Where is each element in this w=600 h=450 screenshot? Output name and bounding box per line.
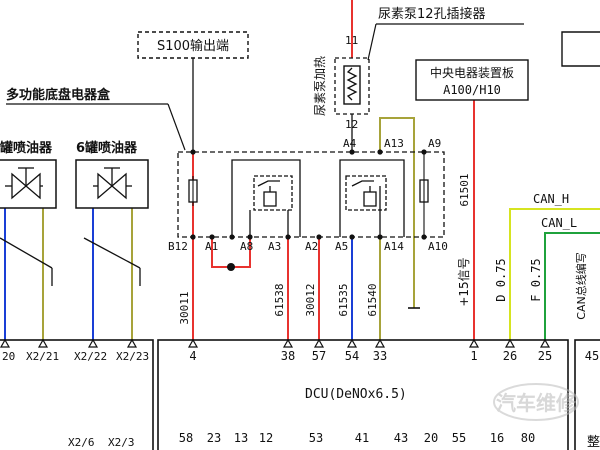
injector-left-icon (5, 167, 43, 200)
svg-text:58: 58 (179, 431, 193, 445)
x2-labels: 20 X2/21 X2/22 X2/23 X2/6 X2/3 (2, 350, 149, 449)
svg-text:16: 16 (490, 431, 504, 445)
central-box (415, 59, 529, 101)
svg-text:A8: A8 (240, 240, 253, 253)
svg-text:X2/21: X2/21 (26, 350, 59, 363)
dcu-box (157, 339, 569, 450)
svg-text:55: 55 (452, 431, 466, 445)
svg-text:41: 41 (355, 431, 369, 445)
svg-text:61538: 61538 (273, 283, 286, 316)
svg-text:13: 13 (234, 431, 248, 445)
left-box (0, 339, 154, 450)
svg-text:X2/22: X2/22 (74, 350, 107, 363)
pin-labels: A4 A13 A9 B12 A1 A8 A3 A2 A5 A14 A10 (168, 137, 448, 253)
pin-11-label: 11 (345, 34, 358, 47)
watermark-logo: 汽车维修 (493, 383, 579, 421)
svg-text:4: 4 (189, 349, 196, 363)
terminal-markers (0, 338, 551, 348)
connection-dots (190, 149, 427, 271)
svg-text:A4: A4 (343, 137, 357, 150)
can-l-label: CAN_L (541, 216, 577, 230)
svg-text:12: 12 (259, 431, 273, 445)
svg-text:A14: A14 (384, 240, 404, 253)
svg-text:61540: 61540 (366, 283, 379, 316)
svg-text:A13: A13 (384, 137, 404, 150)
injector-leaders (0, 237, 141, 286)
heater-element-icon (343, 65, 361, 105)
svg-text:20: 20 (424, 431, 438, 445)
wire-can-h (509, 208, 600, 340)
can-h-label: CAN_H (533, 192, 569, 206)
svg-text:61501: 61501 (458, 173, 471, 206)
svg-text:26: 26 (503, 349, 517, 363)
svg-text:80: 80 (521, 431, 535, 445)
pump-heater-label: 尿素泵加热 (313, 56, 327, 116)
svg-text:X2/3: X2/3 (108, 436, 135, 449)
svg-text:X2/23: X2/23 (116, 350, 149, 363)
wire-olive-a13 (379, 117, 415, 308)
svg-text:X2/6: X2/6 (68, 436, 95, 449)
relay-1-icon (231, 159, 301, 237)
svg-text:57: 57 (312, 349, 326, 363)
wire-can-l (544, 232, 600, 340)
wires (4, 0, 600, 340)
right-cut-text: 整 (587, 435, 600, 450)
svg-text:30011: 30011 (178, 291, 191, 324)
svg-text:33: 33 (373, 349, 387, 363)
central-box-line1: 中央电器装置板 (430, 65, 514, 80)
svg-text:汽车维修: 汽车维修 (496, 391, 577, 415)
injector-6-icon (93, 167, 132, 200)
svg-text:CAN总线编写: CAN总线编写 (574, 252, 588, 319)
svg-text:20: 20 (2, 350, 15, 363)
svg-text:53: 53 (309, 431, 323, 445)
chassis-box-label: 多功能底盘电器盒 (6, 87, 111, 103)
dcu-label: DCU(DeNOx6.5) (305, 387, 407, 402)
svg-text:43: 43 (394, 431, 408, 445)
svg-text:A9: A9 (428, 137, 441, 150)
chassis-module-box (177, 151, 445, 238)
svg-text:45: 45 (585, 349, 599, 363)
relay-2-icon (339, 159, 405, 237)
injector-left-label: 罐喷油器 (0, 140, 53, 156)
svg-text:25: 25 (538, 349, 552, 363)
injector-6-label: 6罐喷油器 (76, 140, 138, 156)
svg-text:A5: A5 (335, 240, 348, 253)
svg-text:F 0.75: F 0.75 (529, 258, 543, 301)
svg-text:30012: 30012 (304, 283, 317, 316)
junction-red-dot (227, 263, 235, 271)
svg-text:A1: A1 (205, 240, 218, 253)
svg-text:D 0.75: D 0.75 (494, 258, 508, 301)
svg-text:23: 23 (207, 431, 221, 445)
svg-text:61535: 61535 (337, 283, 350, 316)
wire-labels: 30011 61538 30012 61535 61540 61501 +15信… (178, 173, 588, 324)
svg-text:54: 54 (345, 349, 359, 363)
svg-text:38: 38 (281, 349, 295, 363)
svg-text:A10: A10 (428, 240, 448, 253)
svg-text:1: 1 (470, 349, 477, 363)
s100-label: S100输出端 (157, 38, 229, 54)
dcu-bottom-terminals: 58 23 13 12 53 41 43 20 55 16 80 (179, 431, 535, 445)
pump-connector-label: 尿素泵12孔插接器 (378, 6, 486, 22)
partial-box-right (561, 31, 600, 67)
dcu-top-terminals: 4 38 57 54 33 1 26 25 45 (189, 349, 599, 363)
svg-text:B12: B12 (168, 240, 188, 253)
svg-text:A2: A2 (305, 240, 318, 253)
heater-coil-icon (346, 67, 358, 101)
svg-text:+15信号: +15信号 (457, 257, 471, 306)
svg-text:A3: A3 (268, 240, 281, 253)
central-box-line2: A100/H10 (443, 83, 501, 97)
